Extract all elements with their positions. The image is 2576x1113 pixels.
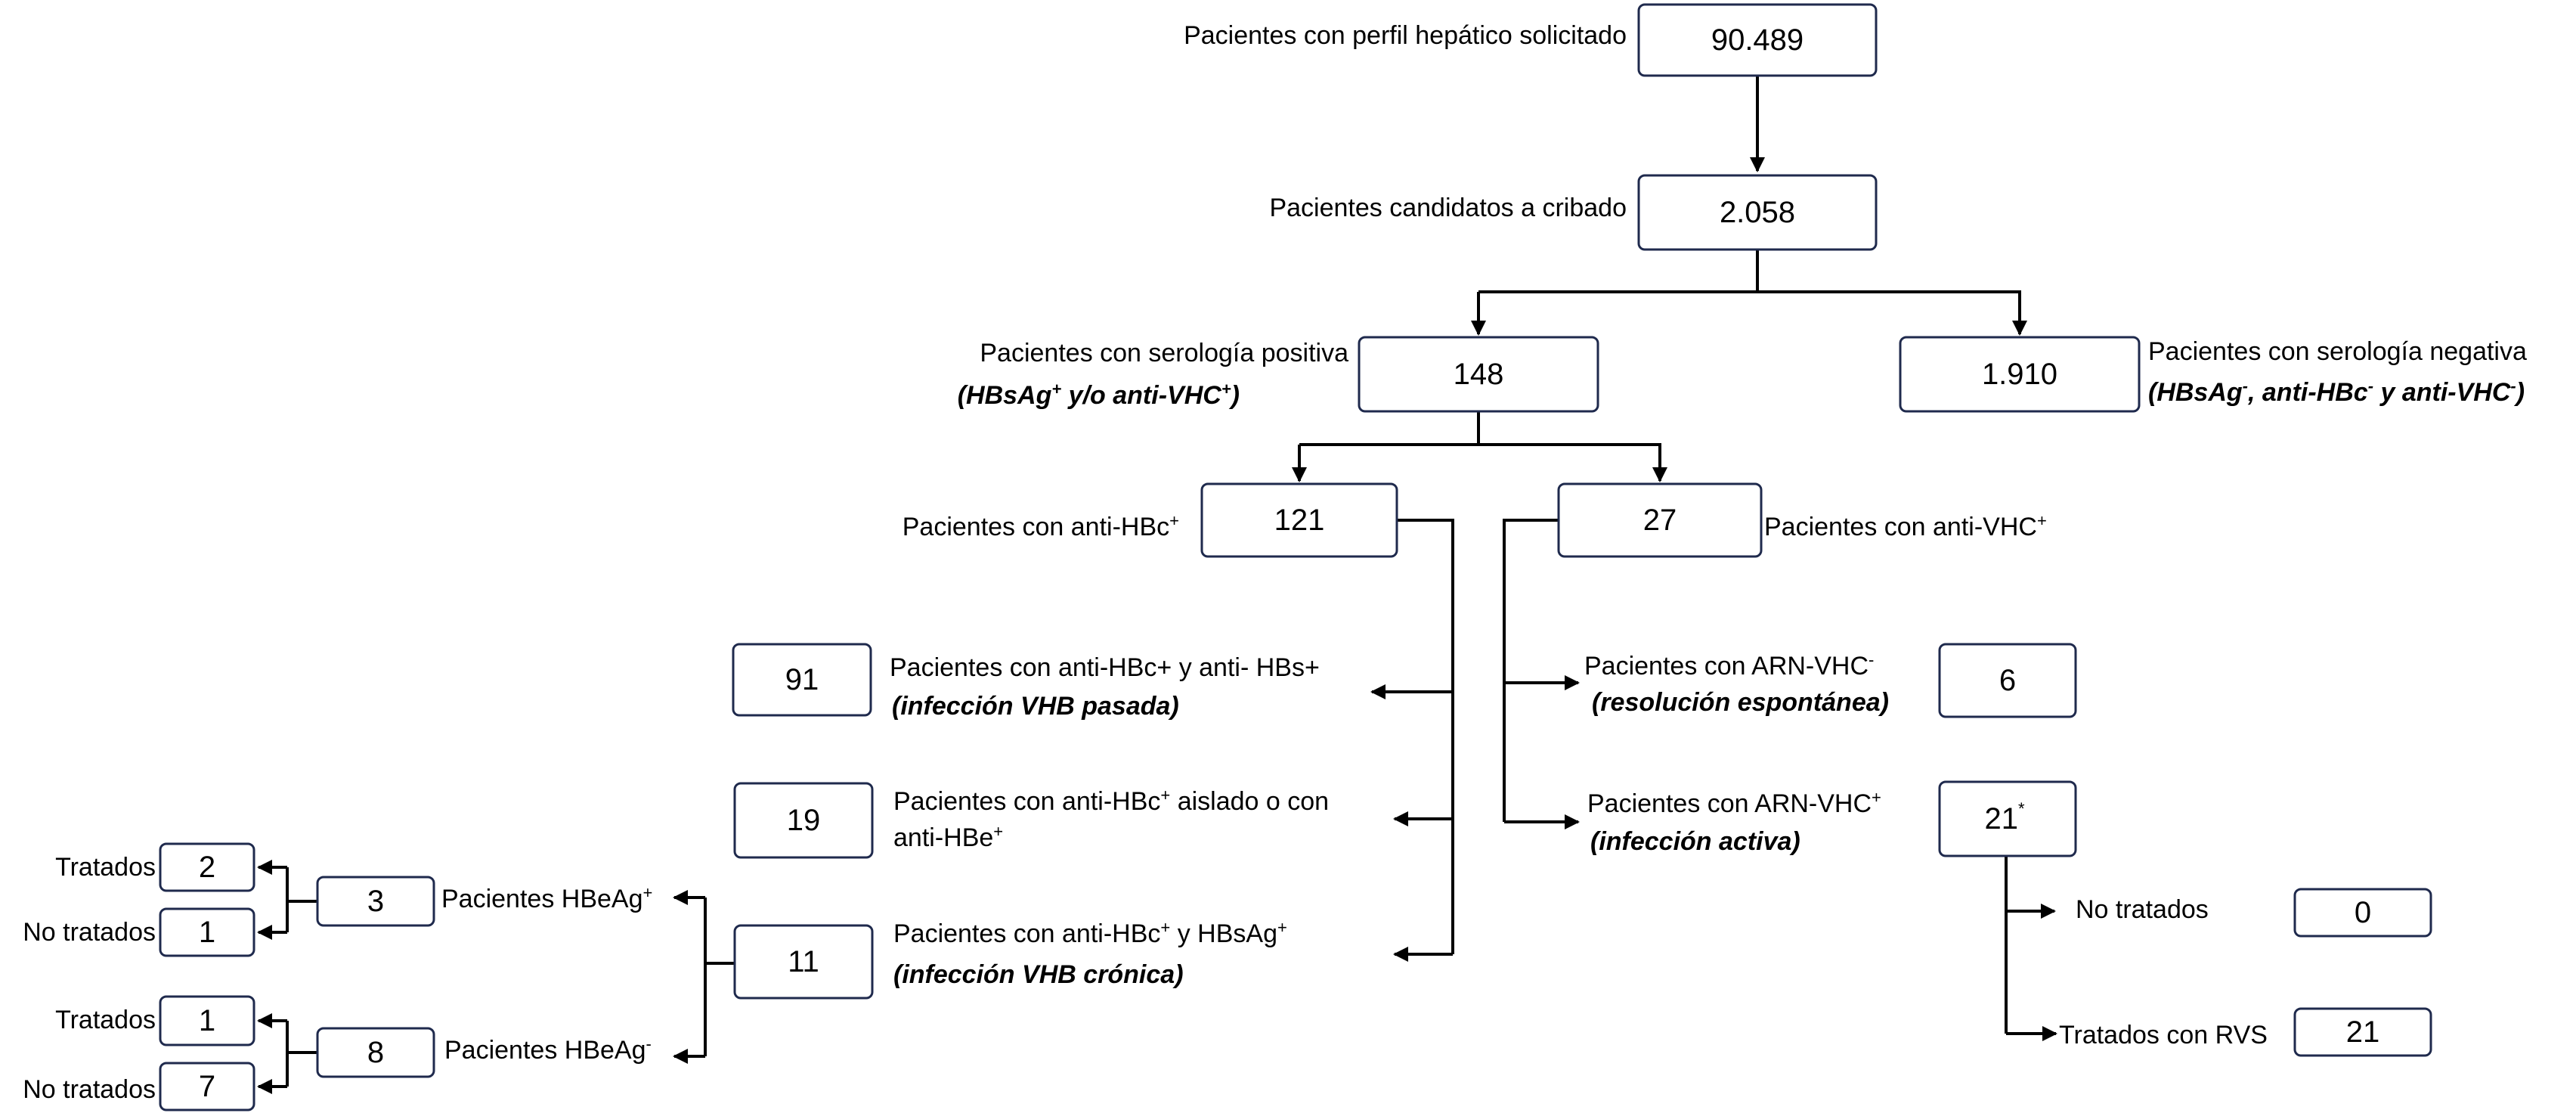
node-hbeag-pos-untreated: 1 No tratados (23, 907, 255, 957)
node-positive-serology: 148 Pacientes con serología positiva (HB… (958, 336, 1599, 413)
node-rna-positive: 21* Pacientes con ARN-VHC+ (infección ac… (1587, 780, 2077, 857)
node-value: 21* (1984, 799, 2025, 836)
node-box (1557, 482, 1763, 558)
node-sublabel: (HBsAg-, anti-HBc- y anti-VHC-) (2148, 377, 2525, 407)
node-label: Pacientes con anti-HBc+ y HBsAg+ (893, 918, 1287, 948)
node-box (159, 842, 255, 892)
node-negative-serology: 1.910 Pacientes con serología negativa (… (1899, 336, 2527, 413)
node-label: No tratados (23, 918, 156, 947)
node-label: No tratados (2076, 895, 2209, 924)
node-label-2: anti-HBe+ (893, 822, 1003, 852)
edge-candidates-split (1478, 250, 1759, 293)
node-value: 1.910 (1982, 358, 2057, 391)
node-anti-vhc: 27 Pacientes con anti-VHC+ (1557, 482, 2047, 558)
node-label: Tratados (55, 1006, 156, 1034)
node-label: Pacientes con anti-VHC+ (1764, 511, 2047, 541)
node-sublabel: (HBsAg+ y/o anti-VHC+) (958, 380, 1240, 410)
node-sublabel: (infección VHB crónica) (893, 960, 1184, 989)
node-hbeag-pos-treated: 2 Tratados (55, 842, 255, 892)
node-anti-hbc: 121 Pacientes con anti-HBc+ (903, 482, 1398, 558)
node-label: Pacientes candidatos a cribado (1269, 194, 1627, 222)
node-value: 1 (199, 916, 215, 949)
node-value: 3 (367, 885, 384, 918)
node-screening-candidates: 2.058 Pacientes candidatos a cribado (1269, 174, 1878, 251)
node-label: Tratados (55, 853, 156, 882)
node-value: 91 (785, 663, 819, 696)
node-value: 8 (367, 1036, 384, 1069)
node-box (316, 876, 435, 927)
node-hbeag-neg-untreated: 7 No tratados (23, 1062, 255, 1111)
node-value: 21 (2346, 1015, 2380, 1049)
node-value: 121 (1274, 504, 1325, 537)
edge-antihbc-trunk (1397, 519, 1454, 954)
node-treated-svr: 21 Tratados con RVS (2059, 1007, 2432, 1057)
edge-hbeag-neg-split (286, 1021, 317, 1087)
node-sublabel: (infección VHB pasada) (892, 692, 1179, 721)
node-label: Pacientes con serología negativa (2148, 337, 2527, 366)
edge-chronic-split (704, 898, 735, 1056)
node-box (1938, 643, 2077, 718)
node-value: 148 (1454, 358, 1504, 391)
node-value: 1 (199, 1004, 215, 1037)
node-box (1637, 3, 1878, 77)
node-box (316, 1027, 435, 1078)
node-box (1200, 482, 1398, 558)
edge-antivhc-trunk (1503, 519, 1559, 822)
node-rna-negative: 6 Pacientes con ARN-VHC- (resolución esp… (1584, 643, 2077, 718)
node-value: 7 (199, 1070, 215, 1103)
node-label: Pacientes con anti-HBc+ aislado o con (893, 786, 1329, 816)
node-hbeag-neg-treated: 1 Tratados (55, 995, 255, 1046)
node-isolated-anti-hbc: 19 Pacientes con anti-HBc+ aislado o con… (733, 782, 1329, 859)
node-label: Pacientes HBeAg+ (441, 883, 652, 913)
node-box (1899, 336, 2141, 413)
node-sublabel: (resolución espontánea) (1592, 688, 1889, 717)
node-value: 90.489 (1711, 23, 1804, 57)
node-value: 2 (199, 851, 215, 884)
node-past-hbv: 91 Pacientes con anti-HBc+ y anti- HBs+ … (732, 643, 1320, 721)
node-box (733, 782, 874, 859)
node-box (159, 995, 255, 1046)
node-box (1358, 336, 1599, 413)
node-total-patients: 90.489 Pacientes con perfil hepático sol… (1184, 3, 1878, 77)
node-box (1637, 174, 1878, 251)
edge-split-to-negative (1757, 290, 2027, 336)
node-value: 27 (1643, 504, 1677, 537)
node-label: Pacientes con serología positiva (980, 339, 1348, 367)
node-value: 2.058 (1720, 196, 1795, 229)
node-value: 19 (787, 804, 821, 837)
node-sublabel: (infección activa) (1590, 827, 1800, 856)
node-box (159, 1062, 255, 1111)
node-box (2293, 888, 2432, 938)
node-label: Pacientes con anti-HBc+ y anti- HBs+ (890, 653, 1320, 682)
node-box (732, 643, 872, 717)
node-hbeag-positive: 3 Pacientes HBeAg+ (316, 876, 652, 927)
node-untreated: 0 No tratados (2076, 888, 2432, 938)
node-box (2293, 1007, 2432, 1057)
edge-split-to-antivhc (1478, 443, 1667, 482)
node-box (733, 924, 874, 1000)
node-box (1938, 780, 2077, 857)
node-box (159, 907, 255, 957)
node-hbeag-negative: 8 Pacientes HBeAg- (316, 1027, 652, 1078)
node-value: 11 (788, 945, 819, 978)
node-value: 0 (2355, 896, 2371, 929)
node-label: Pacientes con ARN-VHC- (1584, 650, 1874, 681)
edges (257, 76, 2057, 1094)
edge-positive-split (1299, 411, 1480, 446)
node-label: Pacientes con anti-HBc+ (903, 511, 1179, 541)
node-value: 6 (1999, 664, 2016, 697)
node-chronic-hbv: 11 Pacientes con anti-HBc+ y HBsAg+ (inf… (733, 918, 1287, 1000)
node-label: No tratados (23, 1075, 156, 1104)
node-label: Pacientes HBeAg- (444, 1034, 652, 1065)
node-label: Pacientes con ARN-VHC+ (1587, 788, 1881, 818)
edge-hbeag-pos-split (286, 867, 317, 932)
node-label: Pacientes con perfil hepático solicitado (1184, 21, 1627, 50)
node-label: Tratados con RVS (2059, 1021, 2268, 1049)
